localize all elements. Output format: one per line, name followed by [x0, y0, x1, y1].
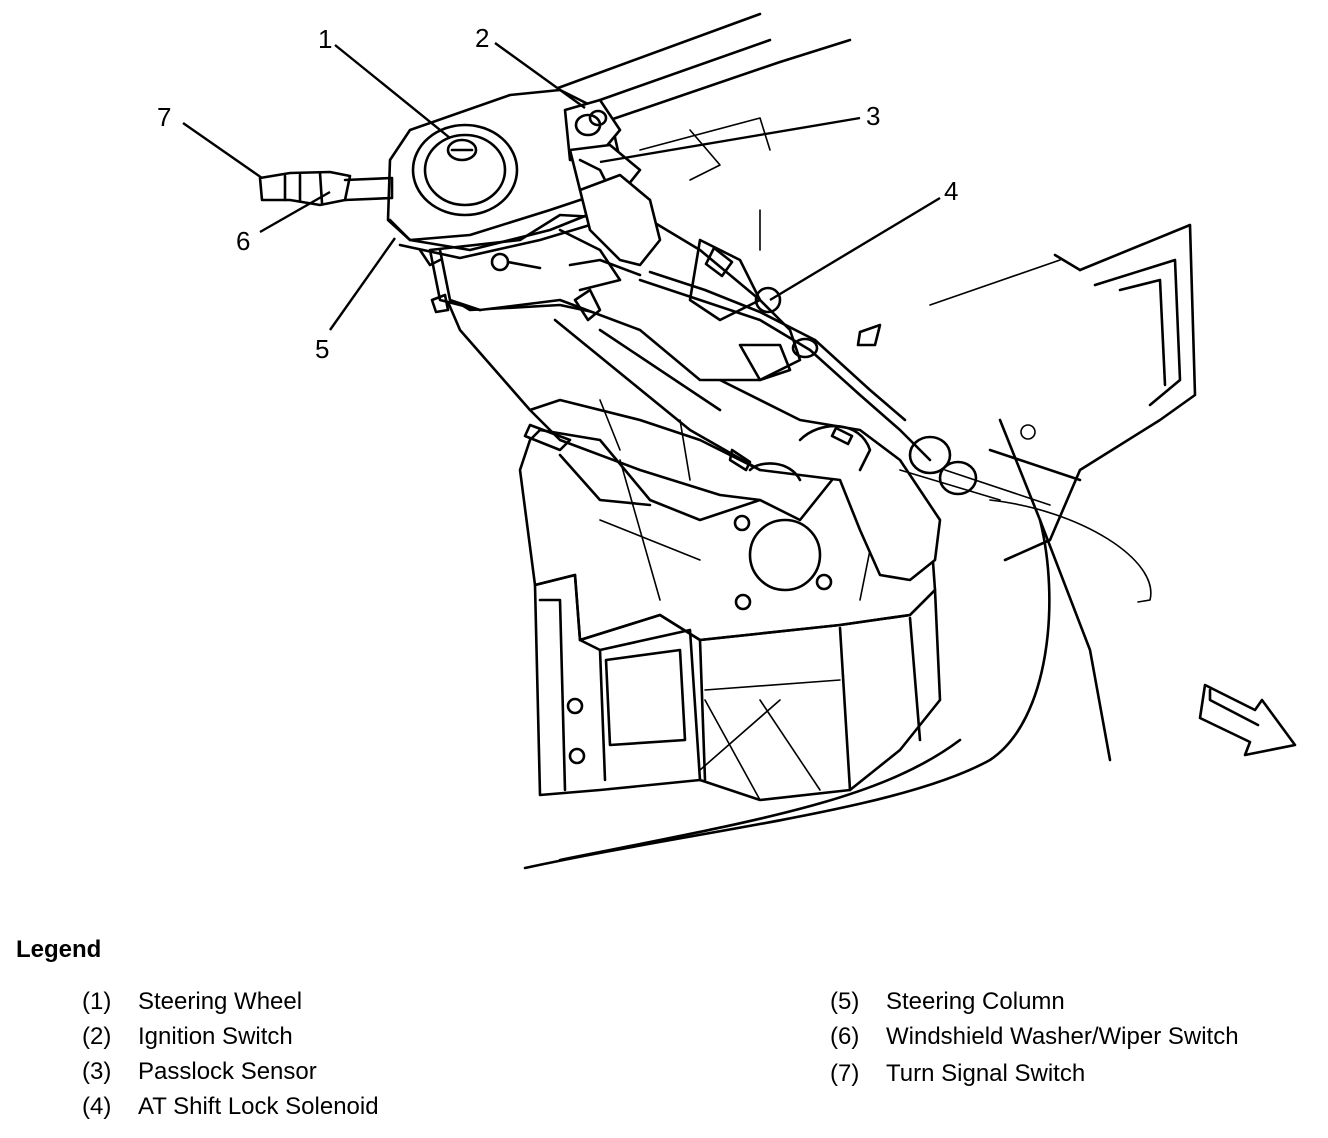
legend-item-label: Passlock Sensor	[138, 1058, 317, 1085]
callout-7: 7	[157, 102, 171, 132]
steering-wheel-hub	[386, 88, 662, 267]
legend-item-label: Steering Wheel	[138, 988, 303, 1015]
callout-3: 3	[866, 101, 880, 131]
legend-item-number: (5)	[830, 988, 860, 1015]
legend-item-label: Turn Signal Switch	[886, 1060, 1086, 1087]
shift-lock-wiring	[638, 270, 1051, 506]
legend-item-number: (7)	[830, 1060, 860, 1087]
legend-item: (3) Passlock Sensor	[82, 1058, 317, 1086]
callout-4: 4	[944, 176, 958, 206]
legend-item-number: (4)	[82, 1093, 112, 1120]
dash-top-edge	[556, 12, 852, 181]
lower-bracket	[518, 428, 942, 802]
legend-item: (2) Ignition Switch	[82, 1023, 293, 1051]
legend-item-label: AT Shift Lock Solenoid	[138, 1093, 379, 1120]
legend-item: (4) AT Shift Lock Solenoid	[82, 1093, 379, 1121]
callout-1: 1	[318, 24, 332, 54]
legend-title: Legend	[16, 936, 102, 963]
callout-6: 6	[236, 226, 250, 256]
legend-item: (6) Windshield Washer/Wiper Switch	[830, 1023, 1239, 1051]
legend-item-number: (2)	[82, 1023, 112, 1050]
callout-labels: 1 2 3 4 5 6 7	[157, 23, 958, 364]
lower-dash-edge	[523, 499, 1152, 870]
legend-item-label: Ignition Switch	[138, 1023, 293, 1050]
legend-item: (5) Steering Column	[830, 988, 1065, 1016]
legend-item-number: (3)	[82, 1058, 112, 1085]
legend-item: (7) Turn Signal Switch	[830, 1060, 1085, 1088]
callout-leaders	[182, 42, 941, 331]
legend-item-number: (6)	[830, 1023, 860, 1050]
callout-5: 5	[315, 334, 329, 364]
callout-2: 2	[475, 23, 489, 53]
steering-column-diagram: 1 2 3 4 5 6 7	[157, 12, 1297, 870]
legend-item-label: Steering Column	[886, 988, 1065, 1015]
legend-item-number: (1)	[82, 988, 112, 1015]
legend-item: (1) Steering Wheel	[82, 988, 302, 1016]
legend-item-label: Windshield Washer/Wiper Switch	[886, 1023, 1239, 1050]
kick-panel	[759, 209, 1197, 762]
direction-arrow-icon	[1198, 683, 1297, 757]
multifunction-lever	[258, 170, 394, 207]
